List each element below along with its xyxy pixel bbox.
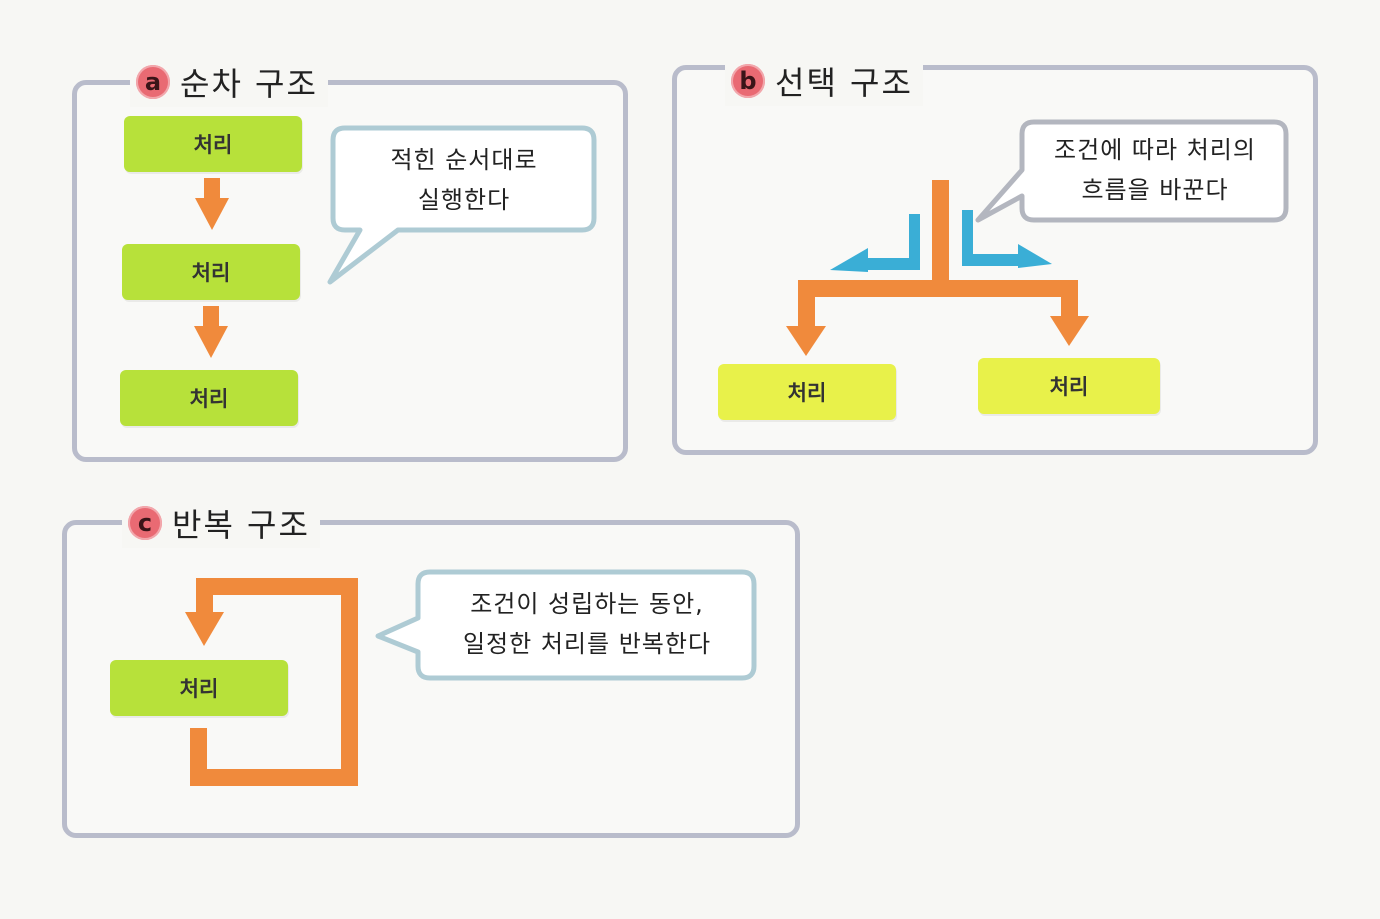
bubble-sequence-shape	[327, 125, 597, 285]
bubble-loop-text: 조건이 성립하는 동안, 일정한 처리를 반복한다	[424, 584, 750, 664]
panel-selection-title: b 선택 구조	[725, 56, 923, 106]
loop-arrow	[185, 578, 358, 786]
bubble-selection-text: 조건에 따라 처리의 흐름을 바꾼다	[1030, 130, 1280, 210]
bubble-loop-line-2: 일정한 처리를 반복한다	[462, 630, 712, 658]
title-loop: 반복 구조	[172, 506, 310, 544]
badge-a: a	[136, 65, 170, 99]
panel-loop-title: c 반복 구조	[122, 498, 320, 548]
arrow-down-1	[195, 178, 229, 230]
bubble-sequence-line-1: 적힌 순서대로	[390, 146, 538, 174]
process-box-b-left: 처리	[718, 364, 896, 420]
bubble-selection-line-2: 흐름을 바꾼다	[1081, 176, 1229, 204]
process-box-b-right: 처리	[978, 358, 1160, 414]
panel-sequence-title: a 순차 구조	[130, 57, 328, 107]
process-box-a3: 처리	[120, 370, 298, 426]
badge-c: c	[128, 506, 162, 540]
bubble-sequence-text: 적힌 순서대로 실행한다	[340, 140, 588, 220]
branch-arrows	[786, 180, 1089, 356]
bubble-selection-line-1: 조건에 따라 처리의	[1054, 136, 1256, 164]
bubble-selection-shape	[975, 119, 1289, 223]
title-selection: 선택 구조	[775, 64, 913, 102]
title-sequence: 순차 구조	[180, 65, 318, 103]
process-box-a2: 처리	[122, 244, 300, 300]
badge-b: b	[731, 64, 765, 98]
bubble-loop-shape	[375, 569, 757, 681]
process-box-a1: 처리	[124, 116, 302, 172]
bubble-sequence-line-2: 실행한다	[417, 186, 511, 214]
process-box-c: 처리	[110, 660, 288, 716]
arrow-down-2	[194, 306, 228, 358]
bubble-loop-line-1: 조건이 성립하는 동안,	[470, 590, 704, 618]
decision-arrows	[830, 210, 1052, 272]
